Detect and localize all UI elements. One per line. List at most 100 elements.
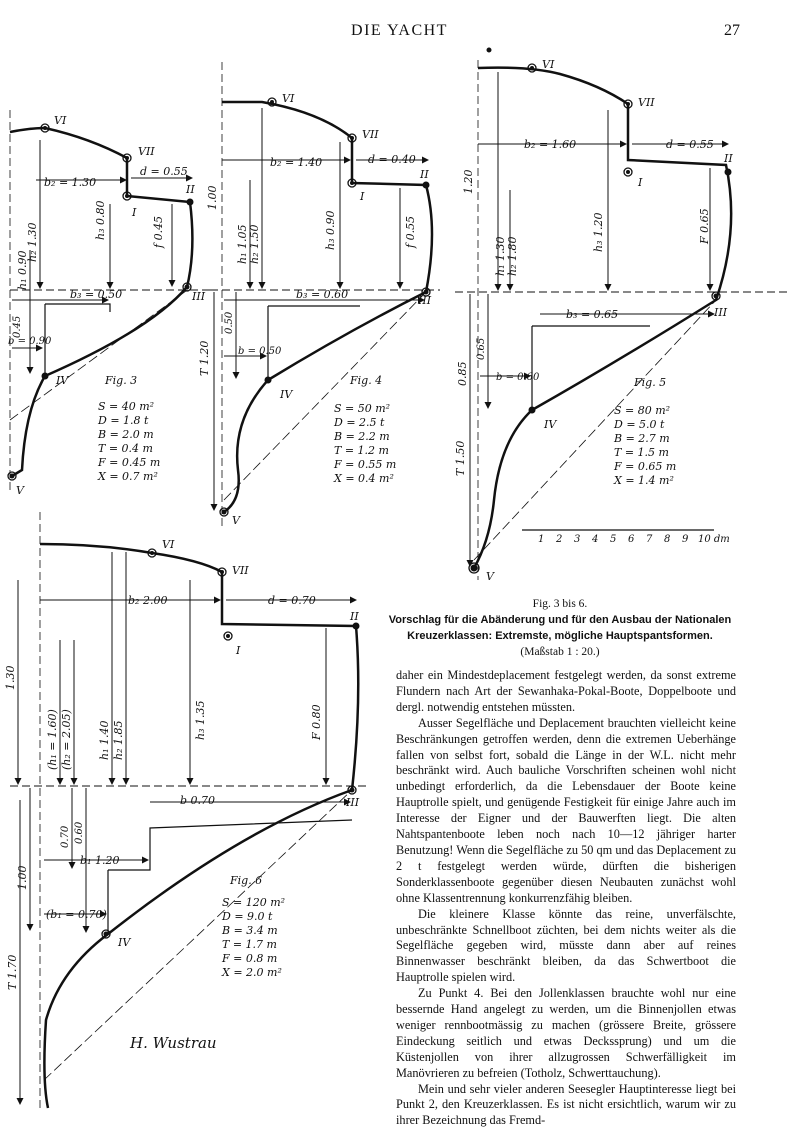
fig3-point-vii: VII bbox=[138, 145, 155, 158]
fig6-b2-label: b₂ 2.00 bbox=[128, 594, 167, 607]
fig5-point-vii: VII bbox=[638, 96, 655, 109]
fig6-h1-label: h₁ 1.40 bbox=[98, 721, 111, 760]
paragraph-5: Mein und sehr vieler anderen Seesegler H… bbox=[396, 1081, 736, 1128]
fig5-lower-h-label: 0.65 bbox=[476, 338, 487, 360]
fig3-spec-3: T = 0.4 m bbox=[98, 442, 153, 455]
fig4-point-iii: III bbox=[417, 294, 432, 307]
caption-scale: (Maßstab 1 : 20.) bbox=[520, 646, 600, 658]
fig4-b3-label: b₃ = 0.60 bbox=[296, 288, 348, 301]
fig4-spec-3: T = 1.2 m bbox=[334, 444, 389, 457]
paragraph-2: Ausser Segelfläche und Deplacement brauc… bbox=[396, 715, 736, 905]
fig5-lower-label: 0.85 bbox=[456, 362, 469, 387]
fig4-point-ii: II bbox=[419, 168, 429, 181]
fig5-point-vi: VI bbox=[542, 58, 555, 71]
scale-tick-5: 5 bbox=[610, 534, 616, 545]
fig6-b1p-label: (b₁ = 0.70) bbox=[46, 908, 107, 921]
fig6-spec-2: B = 3.4 m bbox=[221, 924, 278, 937]
figure-3 bbox=[7, 110, 210, 490]
fig3-point-i: I bbox=[131, 206, 137, 219]
paragraph-4: Zu Punkt 4. Bei den Jollenklassen brauch… bbox=[396, 986, 736, 1080]
caption-title-line1: Vorschlag für die Abänderung und für den… bbox=[388, 614, 732, 626]
fig6-spec-1: D = 9.0 t bbox=[221, 910, 273, 923]
fig6-mid1-label: 0.70 bbox=[60, 825, 71, 848]
fig4-point-i: I bbox=[359, 190, 365, 203]
fig4-lower-h-label: 0.50 bbox=[224, 311, 235, 334]
fig4-f-label: f 0.55 bbox=[404, 216, 417, 249]
fig5-spec-1: D = 5.0 t bbox=[613, 418, 665, 431]
fig4-figure-label: Fig. 4 bbox=[349, 374, 382, 387]
paragraph-3: Die kleinere Klasse könnte das reine, un… bbox=[396, 906, 736, 985]
fig5-spec-5: X = 1.4 m² bbox=[613, 474, 674, 487]
fig6-left-label: 1.30 bbox=[4, 666, 17, 691]
fig3-point-iii: III bbox=[191, 290, 206, 303]
figure-6-labels: b₂ 2.00 d = 0.70 F 0.80 h₃ 1.35 h₁ 1.40 … bbox=[4, 538, 360, 1052]
fig5-figure-label: Fig. 5 bbox=[633, 376, 666, 389]
fig6-spec-3: T = 1.7 m bbox=[222, 938, 277, 951]
fig6-point-i: I bbox=[235, 644, 241, 657]
article-body: daher ein Mindestdeplacement festgelegt … bbox=[396, 668, 736, 1129]
fig6-lower-left-label: 1.00 bbox=[16, 866, 29, 891]
fig3-h3-label: h₃ 0.80 bbox=[94, 201, 107, 240]
fig5-f-label: F 0.65 bbox=[698, 208, 711, 245]
fig5-spec-2: B = 2.7 m bbox=[613, 432, 670, 445]
fig6-t-label: T 1.70 bbox=[6, 955, 19, 990]
fig4-spec-1: D = 2.5 t bbox=[333, 416, 385, 429]
fig4-point-iv: IV bbox=[279, 388, 293, 401]
fig3-h1-label: h₁ 0.90 bbox=[16, 251, 29, 290]
scale-tick-1: 1 bbox=[538, 534, 544, 545]
fig6-h2-label: h₂ 1.85 bbox=[112, 721, 125, 760]
fig5-spec-3: T = 1.5 m bbox=[614, 446, 669, 459]
fig6-figure-label: Fig. 6 bbox=[229, 874, 262, 887]
fig5-point-iii: III bbox=[713, 306, 728, 319]
fig5-h3-label: h₃ 1.20 bbox=[592, 213, 605, 252]
fig5-point-i: I bbox=[637, 176, 643, 189]
scale-tick-6: 6 bbox=[628, 534, 635, 545]
fig3-b3-label: b₃ = 0.50 bbox=[70, 288, 122, 301]
fig5-spec-4: F = 0.65 m bbox=[613, 460, 676, 473]
figure-3-labels: b₂ = 1.30 d = 0.55 f 0.45 h₃ 0.80 h₂ 1.3… bbox=[8, 114, 206, 497]
fig5-point-v: V bbox=[486, 570, 495, 583]
fig6-point-ii: II bbox=[349, 610, 359, 623]
fig6-f-label: F 0.80 bbox=[310, 704, 323, 741]
caption-title-line2: Kreuzerklassen: Extremste, mögliche Haup… bbox=[407, 630, 713, 642]
figure-6 bbox=[10, 512, 370, 1110]
scale-tick-8: 8 bbox=[664, 534, 670, 545]
fig5-b2-label: b₂ = 1.60 bbox=[524, 138, 576, 151]
scale-tick-2: 2 bbox=[555, 534, 562, 545]
fig6-signature: H. Wustrau bbox=[129, 1034, 217, 1052]
running-header-title: DIE YACHT bbox=[351, 22, 448, 39]
fig6-point-iii: III bbox=[345, 796, 360, 809]
fig6-b1-label: b₁ 1.20 bbox=[80, 854, 119, 867]
fig3-point-ii: II bbox=[185, 183, 195, 196]
scale-tick-7: 7 bbox=[646, 534, 653, 545]
fig4-spec-2: B = 2.2 m bbox=[333, 430, 390, 443]
fig6-b-label: b 0.70 bbox=[180, 794, 215, 807]
fig6-point-vi: VI bbox=[162, 538, 175, 551]
figure-5 bbox=[455, 47, 790, 580]
fig4-t-label: T 1.20 bbox=[198, 341, 211, 376]
fig5-h1-label: h₁ 1.30 bbox=[494, 237, 507, 276]
fig5-h2-label: h₂ 1.80 bbox=[506, 237, 519, 276]
caption-figure-range: Fig. 3 bis 6. bbox=[532, 598, 588, 610]
fig3-f-label: f 0.45 bbox=[152, 216, 165, 249]
scale-tick-4: 4 bbox=[591, 534, 598, 545]
fig5-t-label: T 1.50 bbox=[454, 441, 467, 476]
figure-5-labels: b₂ = 1.60 d = 0.55 F 0.65 h₃ 1.20 h₁ 1.3… bbox=[454, 58, 733, 583]
figure-caption: Fig. 3 bis 6. Vorschlag für die Abänderu… bbox=[380, 596, 740, 660]
fig6-h2p-label: (h₂ = 2.05) bbox=[60, 709, 73, 770]
fig5-point-iv: IV bbox=[543, 418, 557, 431]
fig6-mid2-label: 0.60 bbox=[74, 821, 85, 844]
fig6-h3-label: h₃ 1.35 bbox=[194, 701, 207, 740]
fig6-spec-5: X = 2.0 m² bbox=[221, 966, 282, 979]
fig4-point-vii: VII bbox=[362, 128, 379, 141]
fig4-left-label: 1.00 bbox=[206, 186, 219, 211]
fig6-spec-0: S = 120 m² bbox=[222, 896, 285, 909]
fig3-b2-label: b₂ = 1.30 bbox=[44, 176, 96, 189]
fig5-b-label: b = 0.60 bbox=[496, 372, 540, 383]
fig3-spec-4: F = 0.45 m bbox=[97, 456, 160, 469]
fig3-point-v: V bbox=[16, 484, 25, 497]
fig4-h3-label: h₃ 0.90 bbox=[324, 211, 337, 250]
fig3-point-vi: VI bbox=[54, 114, 67, 127]
fig6-h1p-label: (h₁ = 1.60) bbox=[46, 709, 59, 770]
fig6-spec-4: F = 0.8 m bbox=[221, 952, 277, 965]
